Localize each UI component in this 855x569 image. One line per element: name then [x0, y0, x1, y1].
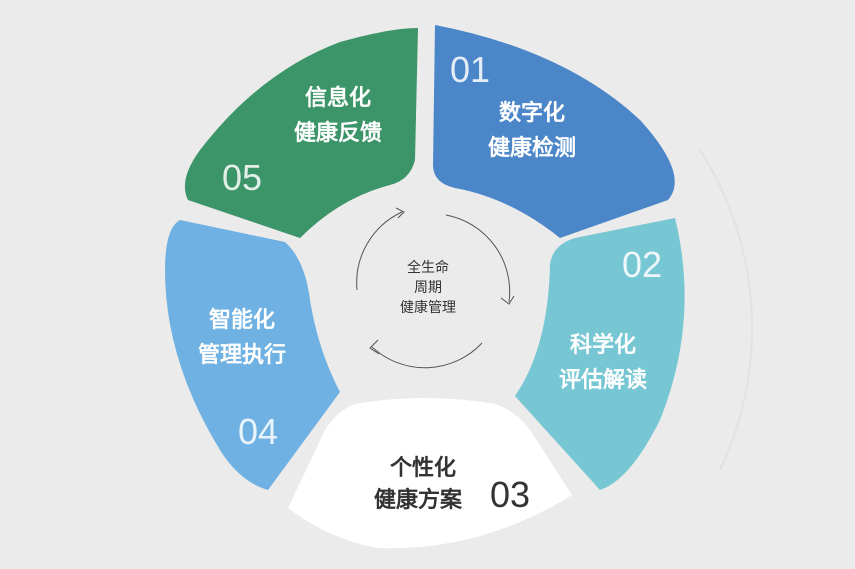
cycle-arrow-bottom — [371, 342, 483, 369]
segment-title-line2: 管理执行 — [198, 342, 286, 368]
cycle-arrow-top-left — [356, 211, 403, 291]
arrowhead-icon — [500, 295, 515, 305]
center-label-line1: 全生命 — [407, 259, 449, 276]
segment-05-information-feedback: 05 信息化 健康反馈 — [184, 28, 418, 238]
segment-title-line2: 健康反馈 — [294, 120, 382, 146]
decorative-arc — [699, 149, 754, 471]
segment-04-intelligent-execution: 04 智能化 管理执行 — [165, 220, 340, 490]
cycle-arrow-right — [445, 214, 511, 303]
segment-shape — [165, 220, 340, 490]
segment-shape — [433, 25, 675, 238]
cycle-arrows — [356, 207, 515, 369]
segment-title-line2: 健康方案 — [374, 487, 463, 513]
arrowhead-icon — [395, 207, 405, 219]
segment-title-line1: 科学化 — [570, 332, 636, 358]
segment-03-personalized-plan: 03 个性化 健康方案 — [288, 398, 572, 549]
segment-02-scientific-assessment: 02 科学化 评估解读 — [515, 218, 685, 490]
segment-number: 02 — [622, 244, 662, 285]
segment-shape — [288, 398, 572, 549]
segment-01-digital-health-testing: 01 数字化 健康检测 — [433, 25, 675, 238]
segment-number: 04 — [238, 411, 278, 452]
segment-number: 01 — [450, 49, 490, 90]
segment-title-line2: 健康检测 — [488, 135, 576, 161]
segment-number: 03 — [490, 474, 530, 515]
segment-shape — [184, 28, 418, 238]
segment-title-line1: 数字化 — [499, 100, 565, 126]
center-label-line2: 周期 — [414, 280, 442, 296]
center-label: 全生命 周期 健康管理 — [400, 259, 456, 316]
segment-title-line1: 智能化 — [209, 307, 275, 333]
segment-title-line1: 个性化 — [390, 455, 456, 481]
segment-title-line2: 评估解读 — [559, 367, 647, 393]
segment-title-line1: 信息化 — [305, 85, 371, 111]
segment-shape — [515, 218, 685, 490]
center-label-line3: 健康管理 — [400, 299, 456, 316]
arrowhead-icon — [369, 339, 380, 355]
segment-number: 05 — [222, 157, 262, 198]
